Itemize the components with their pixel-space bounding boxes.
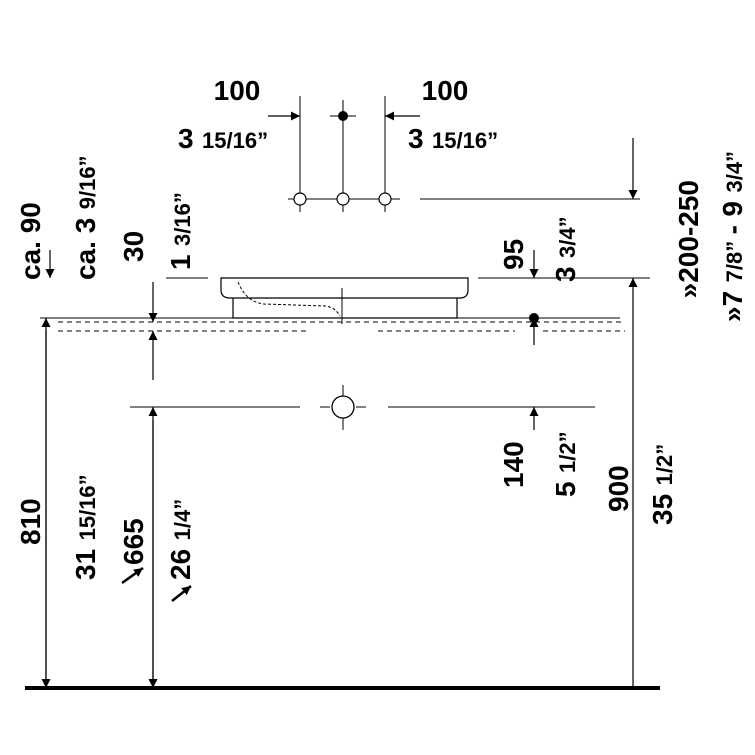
drain-pointer-arrow-1 bbox=[121, 566, 144, 585]
rim-mm: 30 bbox=[118, 231, 149, 262]
tap-spacing-left-in: 3 15/16” bbox=[178, 123, 268, 154]
tap-spacing-left-mm: 100 bbox=[214, 75, 261, 106]
left-tap-hole bbox=[293, 192, 307, 206]
basin-bottom-marker bbox=[529, 313, 539, 323]
drain-height-mm: 665 bbox=[118, 518, 149, 565]
depth-in: ca. 3 9/16” bbox=[70, 155, 101, 280]
tap-spacing-right-mm: 100 bbox=[422, 75, 469, 106]
drain-height-in: 26 1/4” bbox=[165, 499, 196, 580]
tap-to-wall-mm: »200-250 bbox=[673, 180, 704, 298]
tap-spacing-right-in: 3 15/16” bbox=[408, 123, 498, 154]
center-tap-hole bbox=[336, 192, 350, 206]
basin-height-in: 3 3/4” bbox=[550, 216, 581, 282]
counter-height-in: 31 15/16” bbox=[70, 474, 101, 580]
drain-pointer-arrow-2 bbox=[171, 585, 192, 602]
top-height-mm: 900 bbox=[603, 465, 634, 512]
counter-height-mm: 810 bbox=[15, 498, 46, 545]
siphon-mm: 140 bbox=[498, 441, 529, 488]
basin-height-mm: 95 bbox=[498, 239, 529, 270]
drain-outlet bbox=[331, 395, 355, 419]
rim-in: 1 3/16” bbox=[165, 192, 196, 270]
siphon-in: 5 1/2” bbox=[550, 431, 581, 497]
right-tap-hole bbox=[378, 192, 392, 206]
top-height-in: 35 1/2” bbox=[647, 444, 678, 525]
depth-mm: ca. 90 bbox=[15, 202, 46, 280]
tap-to-wall-in: »7 7/8” - 9 3/4” bbox=[717, 151, 748, 322]
basin-profile bbox=[220, 277, 469, 324]
